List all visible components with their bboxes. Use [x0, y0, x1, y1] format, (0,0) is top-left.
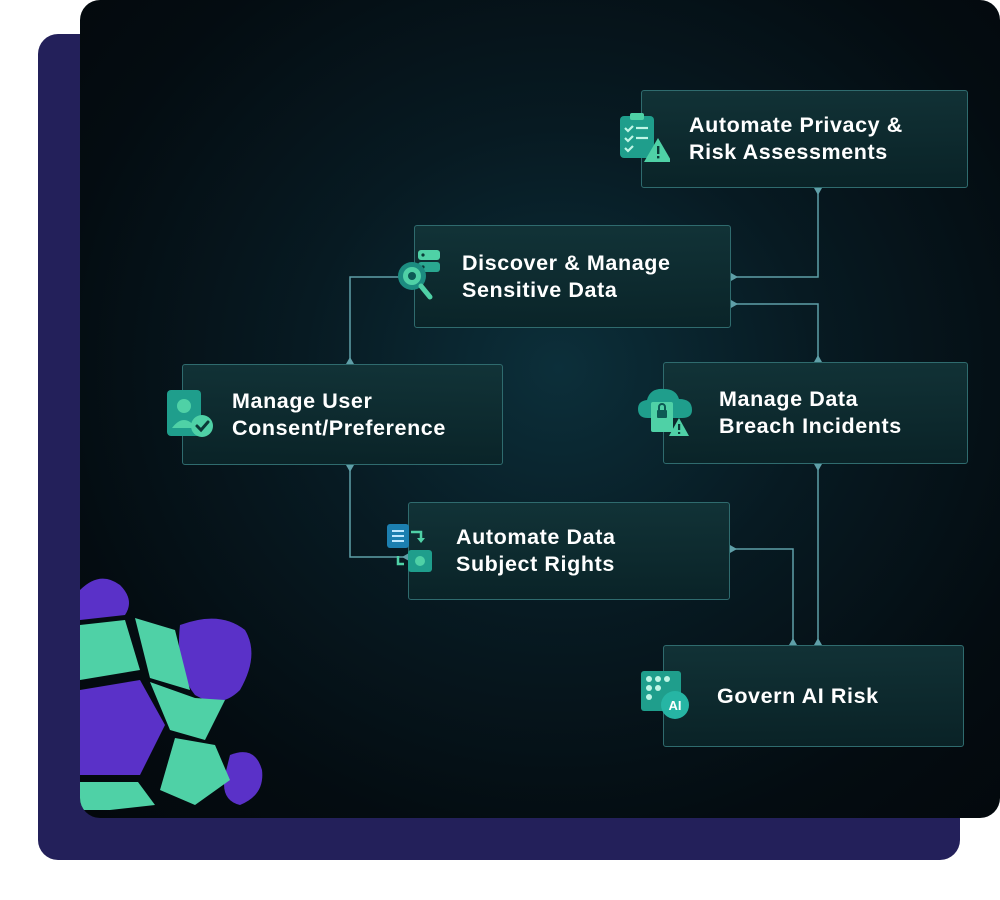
node-user-consent[interactable]: Manage User Consent/Preference	[182, 364, 503, 465]
node-label-line-1: Automate Privacy &	[689, 113, 903, 137]
shell-purple-shapes	[80, 578, 263, 805]
ai-grid-icon: AI	[641, 671, 689, 719]
node-label-line-1: Govern AI Risk	[717, 683, 879, 708]
node-label-line-2: Risk Assessments	[689, 140, 888, 164]
node-label-line-2: Subject Rights	[456, 552, 615, 576]
node-data-breach-incidents[interactable]: Manage Data Breach Incidents	[663, 362, 968, 464]
subject-rights-icon	[387, 524, 432, 572]
node-label: Automate Privacy & Risk Assessments	[689, 112, 903, 166]
user-consent-icon	[167, 390, 213, 437]
node-label-line-2: Consent/Preference	[232, 415, 446, 440]
turtle-shell-logo	[80, 578, 263, 810]
node-label: Discover & Manage Sensitive Data	[462, 250, 671, 304]
node-label: Automate Data Subject Rights	[456, 524, 616, 578]
node-data-subject-rights[interactable]: Automate Data Subject Rights	[408, 502, 730, 600]
data-discovery-icon	[398, 250, 440, 300]
node-label-line-1: Automate Data	[456, 525, 616, 549]
node-label: Manage Data Breach Incidents	[719, 386, 902, 440]
shell-green-plates	[80, 618, 230, 810]
node-label-line-2: Breach Incidents	[719, 414, 902, 438]
node-label-line-1: Manage User	[232, 388, 373, 413]
node-label-line-1: Discover & Manage	[462, 250, 671, 275]
node-privacy-risk-assessments[interactable]: Automate Privacy & Risk Assessments	[641, 90, 968, 188]
node-label: Manage User Consent/Preference	[232, 388, 446, 442]
node-label: Govern AI Risk	[717, 683, 879, 710]
ai-icon-text: AI	[669, 698, 682, 713]
node-govern-ai-risk[interactable]: Govern AI Risk	[663, 645, 964, 747]
node-label-line-1: Manage Data	[719, 387, 859, 411]
cloud-breach-icon	[638, 388, 692, 436]
node-discover-sensitive-data[interactable]: Discover & Manage Sensitive Data	[414, 225, 731, 328]
checklist-warning-icon	[620, 113, 670, 162]
node-label-line-2: Sensitive Data	[462, 277, 618, 302]
